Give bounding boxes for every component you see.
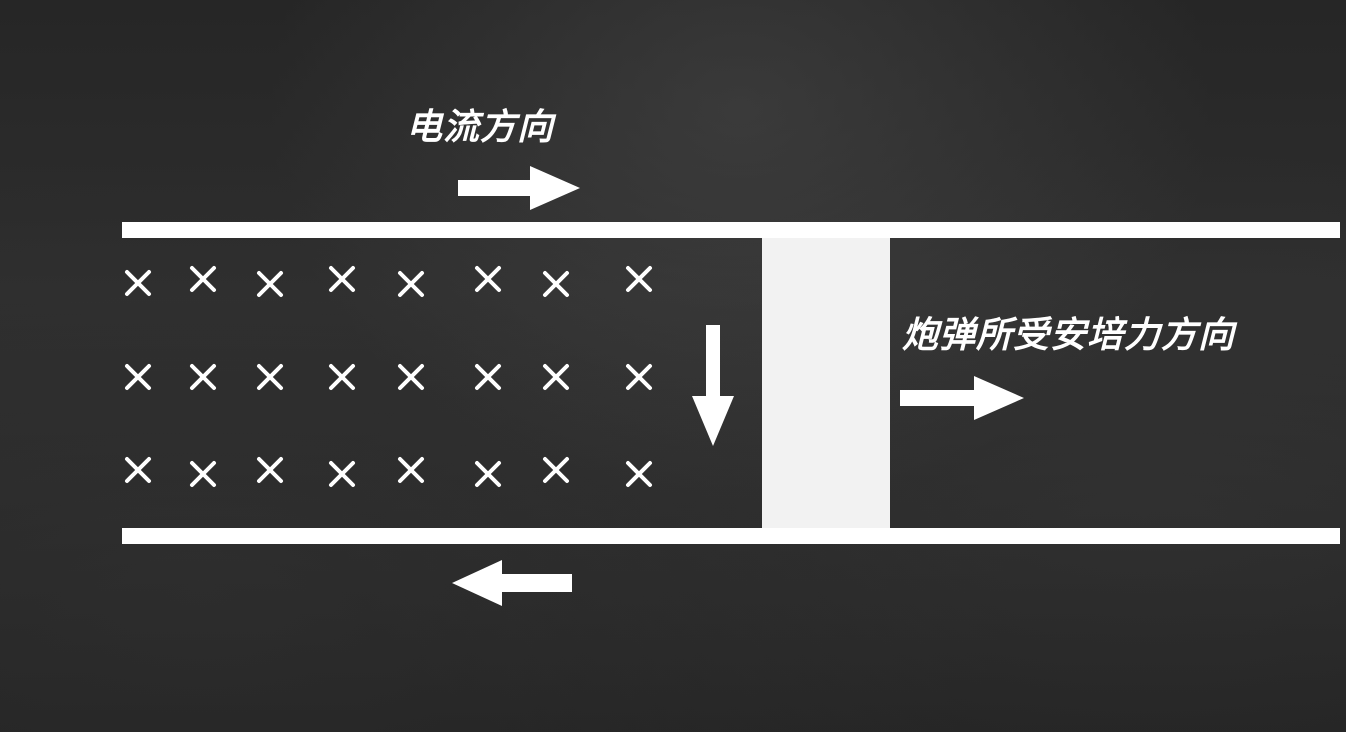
field-cross-mark (475, 266, 501, 292)
field-cross-mark (543, 271, 569, 297)
field-cross-mark (475, 461, 501, 487)
field-cross-mark (329, 364, 355, 390)
current-arrow-left (452, 560, 572, 606)
top-rail (122, 222, 1340, 238)
field-cross-mark (626, 461, 652, 487)
field-cross-mark (543, 364, 569, 390)
field-cross-mark (398, 271, 424, 297)
projectile-block (762, 238, 890, 528)
field-cross-mark (125, 364, 151, 390)
field-cross-mark (626, 364, 652, 390)
bottom-rail (122, 528, 1340, 544)
field-cross-mark (125, 457, 151, 483)
field-cross-mark (626, 266, 652, 292)
magnetic-field-marks (125, 266, 652, 487)
field-cross-mark (190, 461, 216, 487)
field-cross-mark (190, 364, 216, 390)
current-arrow-right (458, 166, 580, 210)
force-arrow-right (900, 376, 1024, 420)
field-cross-mark (475, 364, 501, 390)
field-cross-mark (125, 270, 151, 296)
field-cross-mark (329, 266, 355, 292)
field-cross-mark (257, 364, 283, 390)
current-arrow-down (692, 325, 734, 446)
force-direction-label: 炮弹所受安培力方向 (902, 315, 1236, 356)
field-cross-mark (398, 457, 424, 483)
field-cross-mark (190, 266, 216, 292)
field-cross-mark (329, 461, 355, 487)
current-direction-label: 电流方向 (406, 107, 555, 148)
field-cross-mark (257, 457, 283, 483)
field-cross-mark (398, 364, 424, 390)
field-cross-mark (257, 271, 283, 297)
field-cross-mark (543, 457, 569, 483)
